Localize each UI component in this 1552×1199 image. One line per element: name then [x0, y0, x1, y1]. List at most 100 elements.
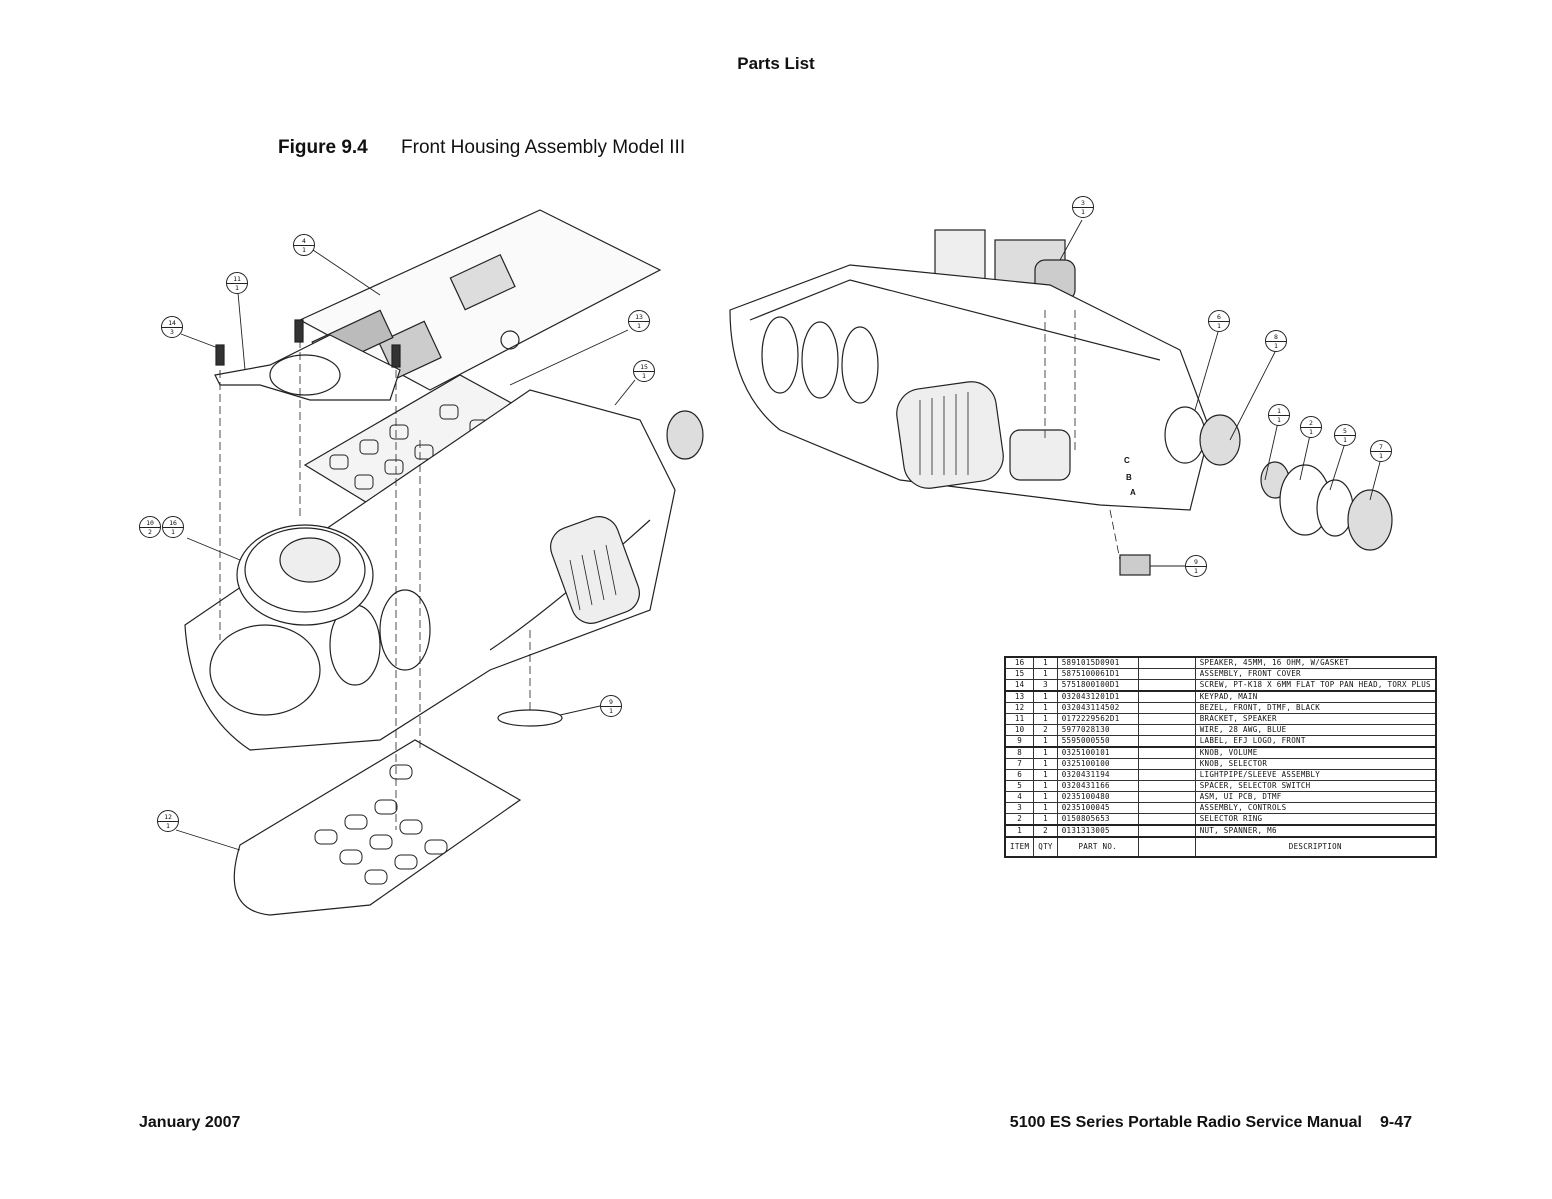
balloon-qty: 1	[235, 283, 239, 292]
balloon-item: 4	[294, 237, 314, 246]
cell-blank	[1137, 690, 1196, 703]
cell-part: 0320431201D1	[1056, 690, 1139, 703]
header-qty: QTY	[1033, 836, 1058, 858]
cell-item: 11	[1004, 713, 1035, 725]
cell-qty: 1	[1033, 802, 1058, 814]
speaker	[236, 524, 374, 626]
cell-blank	[1137, 769, 1196, 781]
cell-item: 12	[1004, 702, 1035, 714]
cell-blank	[1137, 679, 1196, 692]
cell-desc: KEYPAD, MAIN	[1194, 690, 1437, 703]
cell-qty: 1	[1033, 813, 1058, 826]
balloon-item: 15	[634, 363, 654, 372]
assembly-guide-lines	[219, 340, 531, 830]
cell-item: 7	[1004, 758, 1035, 770]
balloon-qty: 1	[171, 527, 175, 536]
cell-desc: SELECTOR RING	[1194, 813, 1437, 826]
balloon-item: 6	[1209, 313, 1229, 322]
balloon-item: 16	[163, 519, 183, 528]
balloon-qty: 1	[166, 821, 170, 830]
cell-blank	[1137, 656, 1196, 669]
balloon-item: 1	[1269, 407, 1289, 416]
cell-item: 10	[1004, 724, 1035, 736]
footer-page-number: 9-47	[1379, 1114, 1412, 1131]
cell-desc: WIRE, 28 AWG, BLUE	[1194, 724, 1437, 736]
cell-desc: ASM, UI PCB, DTMF	[1194, 791, 1437, 803]
cell-desc: KNOB, SELECTOR	[1194, 758, 1437, 770]
cell-desc: ASSEMBLY, FRONT COVER	[1194, 668, 1437, 680]
cell-blank	[1137, 702, 1196, 714]
balloon-qty: 1	[609, 706, 613, 715]
cell-part: 0235100045	[1056, 802, 1139, 814]
cell-blank	[1137, 758, 1196, 770]
assembly-guide-lines	[1044, 310, 1121, 561]
balloon-item: 9	[601, 698, 621, 707]
selector-switch-parts	[1260, 461, 1393, 551]
balloon-item: 13	[629, 313, 649, 322]
cell-item: 13	[1004, 690, 1035, 703]
balloon-item: 5	[1335, 427, 1355, 436]
cell-part: 0150805653	[1056, 813, 1139, 826]
header-item: ITEM	[1004, 836, 1035, 858]
balloon-item: 11	[227, 275, 247, 284]
footer-manual: 5100 ES Series Portable Radio Service Ma…	[1010, 1114, 1412, 1132]
cell-qty: 1	[1033, 735, 1058, 748]
cell-blank	[1137, 735, 1196, 748]
front-housing-body	[729, 264, 1211, 511]
balloon-qty: 1	[1277, 415, 1281, 424]
balloon-item: 7	[1371, 443, 1391, 452]
cell-desc: SPEAKER, 45MM, 16 OHM, W/GASKET	[1194, 656, 1437, 669]
balloon-qty: 1	[642, 371, 646, 380]
figure-caption: Figure 9.4 Front Housing Assembly Model …	[278, 137, 685, 159]
cell-blank	[1137, 668, 1196, 680]
balloon-qty: 1	[1081, 207, 1085, 216]
cell-item: 3	[1004, 802, 1035, 814]
cell-qty: 1	[1033, 780, 1058, 792]
balloon-item: 14	[162, 319, 182, 328]
cell-item: 5	[1004, 780, 1035, 792]
cell-blank	[1137, 713, 1196, 725]
cell-qty: 1	[1033, 758, 1058, 770]
figure-title: Front Housing Assembly Model III	[401, 137, 686, 158]
balloon-qty: 1	[302, 245, 306, 254]
lightpipe	[1119, 554, 1151, 576]
cell-item: 16	[1004, 656, 1035, 669]
cell-part: 5751800100D1	[1056, 679, 1139, 692]
cell-desc: LABEL, EFJ LOGO, FRONT	[1194, 735, 1437, 748]
header-blank	[1137, 836, 1196, 858]
cell-item: 1	[1004, 824, 1035, 838]
cell-qty: 1	[1033, 769, 1058, 781]
balloon-item: 9	[1186, 558, 1206, 567]
cell-part: 5875100061D1	[1056, 668, 1139, 680]
balloon-item: 3	[1073, 199, 1093, 208]
header-part: PART NO.	[1056, 836, 1139, 858]
cell-qty: 1	[1033, 746, 1058, 759]
balloon-qty: 1	[1309, 427, 1313, 436]
footer-date: January 2007	[139, 1114, 241, 1131]
balloon-qty: 1	[1343, 435, 1347, 444]
cell-qty: 2	[1033, 724, 1058, 736]
cell-qty: 2	[1033, 824, 1058, 838]
